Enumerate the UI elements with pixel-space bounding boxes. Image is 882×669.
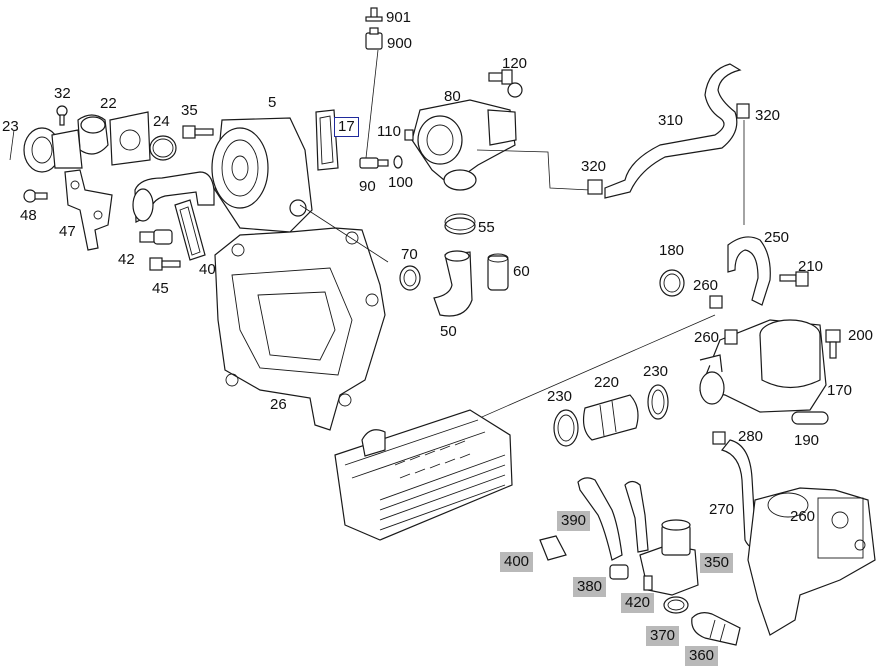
callout-230-right[interactable]: 230 xyxy=(643,363,669,380)
callout-320-upper[interactable]: 320 xyxy=(755,107,781,124)
part-60-sleeve[interactable] xyxy=(487,253,509,291)
part-48-screw[interactable] xyxy=(23,189,48,203)
callout-200[interactable]: 200 xyxy=(848,327,874,344)
part-egr-cooler[interactable] xyxy=(334,409,513,541)
part-220-hose[interactable] xyxy=(582,394,639,441)
part-420-bolt[interactable] xyxy=(643,575,653,591)
callout-220[interactable]: 220 xyxy=(594,374,620,391)
part-380-clip[interactable] xyxy=(609,564,629,580)
callout-360[interactable]: 360 xyxy=(685,646,719,666)
callout-26[interactable]: 26 xyxy=(270,396,287,413)
part-5-water-pump[interactable] xyxy=(211,117,313,233)
part-32-screw[interactable] xyxy=(56,105,68,126)
callout-420[interactable]: 420 xyxy=(621,593,655,613)
part-23-flange[interactable] xyxy=(9,127,83,173)
part-55-clamp[interactable] xyxy=(444,213,476,235)
part-70-clamp[interactable] xyxy=(399,265,421,291)
callout-380[interactable]: 380 xyxy=(573,577,607,597)
callout-320-lower[interactable]: 320 xyxy=(581,158,607,175)
part-47-bracket[interactable] xyxy=(64,169,113,251)
callout-48[interactable]: 48 xyxy=(20,207,37,224)
part-260-clip-a[interactable] xyxy=(709,295,723,309)
part-coolant-pipe[interactable] xyxy=(132,171,215,223)
callout-24[interactable]: 24 xyxy=(153,113,170,130)
part-230-clamp-left[interactable] xyxy=(553,409,579,447)
part-901-sensor[interactable] xyxy=(365,7,383,22)
part-320-clip-lower[interactable] xyxy=(587,179,603,195)
callout-42[interactable]: 42 xyxy=(118,251,135,268)
part-190-pipe[interactable] xyxy=(791,411,829,425)
part-210-bolt[interactable] xyxy=(779,271,809,287)
callout-120[interactable]: 120 xyxy=(502,55,528,72)
callout-80[interactable]: 80 xyxy=(444,88,461,105)
callout-260-b[interactable]: 260 xyxy=(694,329,720,346)
callout-370[interactable]: 370 xyxy=(646,626,680,646)
callout-260-c[interactable]: 260 xyxy=(790,508,816,525)
callout-32[interactable]: 32 xyxy=(54,85,71,102)
callout-60[interactable]: 60 xyxy=(513,263,530,280)
callout-55[interactable]: 55 xyxy=(478,219,495,236)
callout-17[interactable]: 17 xyxy=(334,117,359,137)
callout-280[interactable]: 280 xyxy=(738,428,764,445)
part-50-hose[interactable] xyxy=(433,250,473,317)
callout-100[interactable]: 100 xyxy=(388,174,414,191)
callout-110[interactable]: 110 xyxy=(377,123,401,140)
part-35-bolt[interactable] xyxy=(182,125,214,139)
callout-70[interactable]: 70 xyxy=(401,246,418,263)
callout-250[interactable]: 250 xyxy=(764,229,790,246)
callout-400[interactable]: 400 xyxy=(500,552,534,572)
part-17-gasket[interactable] xyxy=(315,109,339,171)
part-900-connector[interactable] xyxy=(365,27,383,50)
part-260-clip-b[interactable] xyxy=(724,329,738,345)
part-400-clip[interactable] xyxy=(539,535,567,561)
callout-901[interactable]: 901 xyxy=(386,9,412,26)
part-360-hose[interactable] xyxy=(691,612,741,646)
part-180-ring[interactable] xyxy=(659,269,685,297)
part-lower-cooler-housing[interactable] xyxy=(747,487,876,636)
callout-190[interactable]: 190 xyxy=(794,432,820,449)
callout-22[interactable]: 22 xyxy=(100,95,117,112)
part-230-clamp-right[interactable] xyxy=(647,384,669,420)
part-350-valve[interactable] xyxy=(639,519,699,596)
callout-270[interactable]: 270 xyxy=(709,501,735,518)
callout-5[interactable]: 5 xyxy=(268,94,277,111)
part-200-screw[interactable] xyxy=(825,329,841,359)
callout-260-a[interactable]: 260 xyxy=(693,277,719,294)
part-390-hose[interactable] xyxy=(577,477,649,561)
part-310-hose[interactable] xyxy=(604,63,742,199)
part-40-gasket[interactable] xyxy=(174,199,206,261)
part-24-oring[interactable] xyxy=(149,135,177,161)
part-370-clamp[interactable] xyxy=(663,596,689,614)
callout-47[interactable]: 47 xyxy=(59,223,76,240)
callout-350[interactable]: 350 xyxy=(700,553,734,573)
part-26-housing[interactable] xyxy=(214,227,386,431)
callout-90[interactable]: 90 xyxy=(359,178,376,195)
part-110-sensor[interactable] xyxy=(404,129,414,141)
callout-170[interactable]: 170 xyxy=(827,382,853,399)
part-80-thermostat-housing[interactable] xyxy=(411,99,517,191)
part-100-oring[interactable] xyxy=(393,155,403,169)
part-280-clip[interactable] xyxy=(712,431,726,445)
part-42-sensor[interactable] xyxy=(139,229,173,245)
part-coolant-flange[interactable] xyxy=(109,111,151,166)
callout-180[interactable]: 180 xyxy=(659,242,685,259)
callout-35[interactable]: 35 xyxy=(181,102,198,119)
callout-390[interactable]: 390 xyxy=(557,511,591,531)
part-45-bolt[interactable] xyxy=(149,257,181,271)
callout-45[interactable]: 45 xyxy=(152,280,169,297)
callout-40[interactable]: 40 xyxy=(199,261,216,278)
part-120-bolt[interactable] xyxy=(488,69,523,98)
callout-50[interactable]: 50 xyxy=(440,323,457,340)
callout-310[interactable]: 310 xyxy=(658,112,684,129)
part-320-clip-upper[interactable] xyxy=(736,103,750,119)
part-22-elbow[interactable] xyxy=(77,114,109,155)
callout-210[interactable]: 210 xyxy=(798,258,824,275)
callout-230-left[interactable]: 230 xyxy=(547,388,573,405)
callout-900[interactable]: 900 xyxy=(387,35,413,52)
part-90-sensor[interactable] xyxy=(359,157,389,169)
part-250-hose[interactable] xyxy=(727,236,771,306)
callout-23[interactable]: 23 xyxy=(2,118,19,135)
